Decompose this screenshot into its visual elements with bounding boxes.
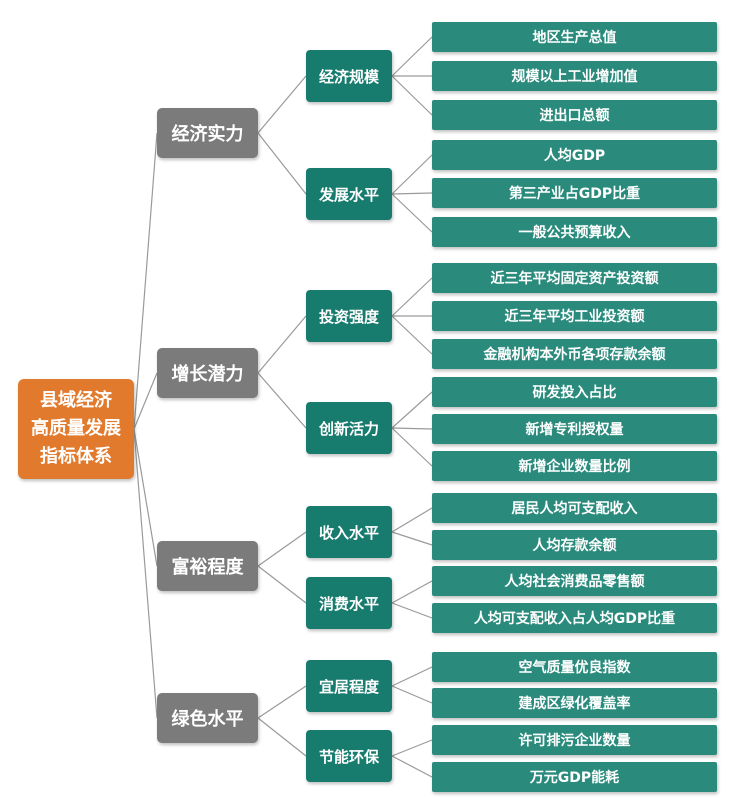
connector-line [133, 132, 158, 430]
connector-line [391, 507, 433, 533]
connector-line [391, 277, 433, 317]
group-node-energy-saving: 节能环保 [306, 730, 392, 782]
connector-line [391, 193, 433, 233]
indicator-leaf: 新增企业数量比例 [432, 451, 717, 481]
group-node-innovation-vitality: 创新活力 [306, 402, 392, 454]
indicator-leaf: 金融机构本外币各项存款余额 [432, 339, 717, 369]
connector-line [257, 372, 307, 429]
dimension-node-growth-potential: 增长潜力 [157, 348, 258, 398]
connector-line [391, 531, 433, 546]
connector-line [391, 192, 433, 195]
indicator-leaf: 万元GDP能耗 [432, 762, 717, 792]
connector-line [257, 685, 307, 719]
indicator-leaf: 新增专利授权量 [432, 414, 717, 444]
group-node-income-level: 收入水平 [306, 506, 392, 558]
group-node-livability: 宜居程度 [306, 660, 392, 712]
connector-line [391, 75, 433, 116]
connector-line [391, 315, 433, 355]
connector-line [391, 602, 433, 619]
indicator-leaf: 人均可支配收入占人均GDP比重 [432, 603, 717, 633]
connector-line [391, 580, 433, 604]
indicator-leaf: 第三产业占GDP比重 [432, 178, 717, 208]
indicator-leaf: 建成区绿化覆盖率 [432, 688, 717, 718]
connector-line [391, 36, 433, 77]
connector-line [391, 739, 433, 757]
indicator-leaf: 进出口总额 [432, 100, 717, 130]
dimension-node-green: 绿色水平 [157, 693, 258, 743]
indicator-leaf: 人均社会消费品零售额 [432, 566, 717, 596]
indicator-leaf: 地区生产总值 [432, 22, 717, 52]
connector-line [257, 565, 307, 604]
dimension-node-economic-strength: 经济实力 [157, 108, 258, 158]
indicator-leaf: 近三年平均固定资产投资额 [432, 263, 717, 293]
connector-line [257, 717, 307, 757]
group-node-consumption-level: 消费水平 [306, 577, 392, 629]
connector-line [257, 315, 307, 374]
dimension-node-affluence: 富裕程度 [157, 541, 258, 591]
connector-line [257, 75, 307, 134]
connector-line [391, 391, 433, 429]
connector-line [133, 372, 158, 430]
group-node-investment-intensity: 投资强度 [306, 290, 392, 342]
indicator-leaf: 一般公共预算收入 [432, 217, 717, 247]
connector-line [257, 531, 307, 567]
indicator-leaf: 许可排污企业数量 [432, 725, 717, 755]
connector-line [133, 428, 158, 567]
indicator-leaf: 空气质量优良指数 [432, 652, 717, 682]
connector-line [133, 428, 158, 719]
indicator-leaf: 研发投入占比 [432, 377, 717, 407]
root-node: 县域经济 高质量发展 指标体系 [18, 379, 134, 479]
group-node-development-level: 发展水平 [306, 168, 392, 220]
indicator-leaf: 人均GDP [432, 140, 717, 170]
connector-line [391, 685, 433, 704]
indicator-leaf: 居民人均可支配收入 [432, 493, 717, 523]
indicator-leaf: 近三年平均工业投资额 [432, 301, 717, 331]
connector-line [391, 427, 433, 467]
connector-line [257, 132, 307, 195]
indicator-leaf: 规模以上工业增加值 [432, 61, 717, 91]
connector-line [391, 427, 433, 430]
indicator-leaf: 人均存款余额 [432, 530, 717, 560]
connector-line [391, 154, 433, 195]
group-node-economic-scale: 经济规模 [306, 50, 392, 102]
connector-line [391, 666, 433, 687]
connector-line [391, 755, 433, 778]
